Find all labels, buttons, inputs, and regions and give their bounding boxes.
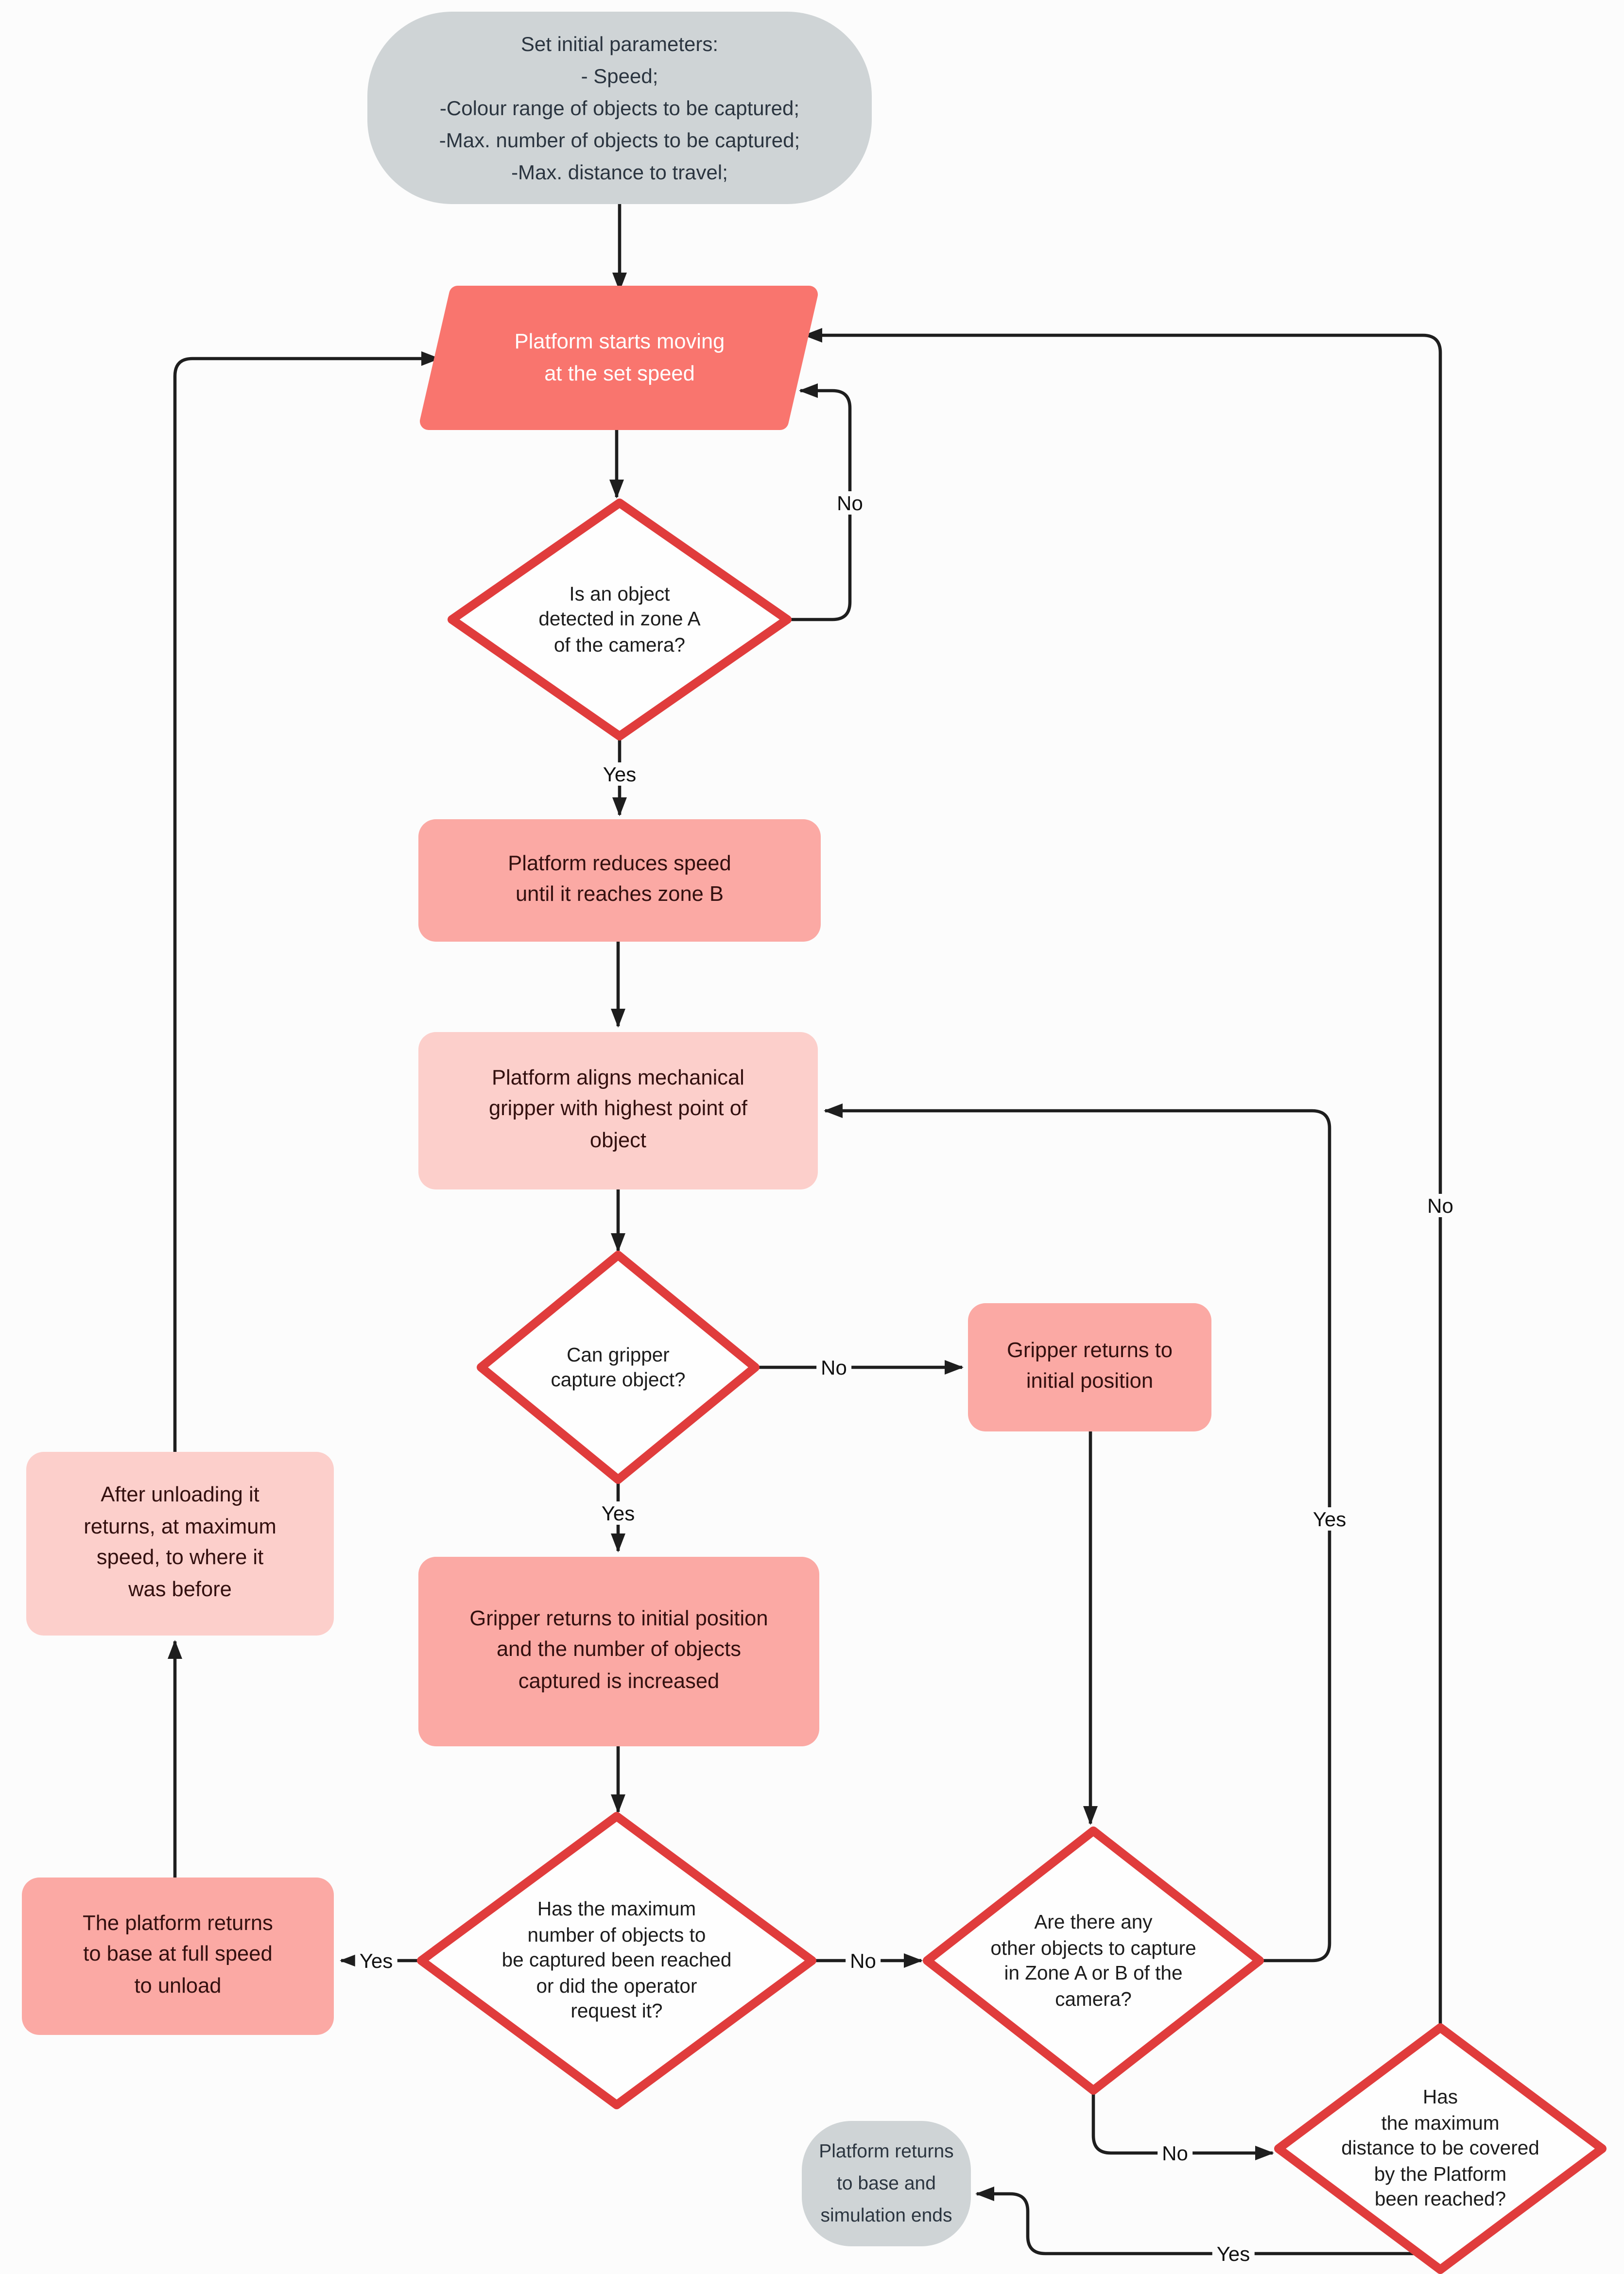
edge-other-objects-no bbox=[1091, 2090, 1274, 2160]
node-set-initial-parameters: Set initial parameters: - Speed; -Colour… bbox=[367, 12, 872, 204]
edge-label-capture-yes: Yes bbox=[597, 1501, 639, 1525]
node-after-unloading-returns: After unloading it returns, at maximum s… bbox=[26, 1452, 334, 1636]
node-object-detected-zone-a: Is an object detected in zone A of the c… bbox=[538, 583, 701, 656]
edge-label-max-objects-yes: Yes bbox=[355, 1949, 397, 1972]
node-other-objects-to-capture: Are there any other objects to capture i… bbox=[990, 1911, 1196, 2010]
edge-max-distance-no-loop bbox=[803, 328, 1442, 2028]
decision-can-gripper-capture-outline bbox=[477, 1251, 760, 1484]
node-platform-aligns-gripper: Platform aligns mechanical gripper with … bbox=[418, 1032, 818, 1189]
edge-other-objects-yes-loop bbox=[824, 1103, 1331, 1963]
decision-max-distance-outline bbox=[1274, 2023, 1607, 2274]
node-platform-reduces-speed: Platform reduces speed until it reaches … bbox=[418, 819, 821, 942]
node-gripper-returns-count-increased: Gripper returns to initial position and … bbox=[418, 1557, 819, 1746]
node-max-objects-reached: Has the maximum number of objects to be … bbox=[501, 1898, 732, 2022]
decision-object-detected-outline bbox=[448, 499, 792, 741]
node-can-gripper-capture: Can gripper capture object? bbox=[551, 1343, 686, 1391]
edge-label-other-objects-no: No bbox=[1158, 2141, 1192, 2165]
edge-label-detected-yes: Yes bbox=[598, 762, 641, 786]
edge-label-max-distance-yes: Yes bbox=[1212, 2242, 1255, 2265]
edge-label-other-objects-yes: Yes bbox=[1308, 1507, 1351, 1531]
parallelogram-platform-starts-moving bbox=[420, 286, 818, 430]
edge-label-max-distance-no: No bbox=[1423, 1194, 1458, 1217]
decision-other-objects-outline bbox=[923, 1826, 1264, 2095]
node-max-distance-reached: Has the maximum distance to be covered b… bbox=[1341, 2086, 1539, 2210]
decision-max-objects-outline bbox=[417, 1812, 816, 2109]
node-platform-returns-to-unload: The platform returns to base at full spe… bbox=[22, 1878, 334, 2035]
node-gripper-returns-initial: Gripper returns to initial position bbox=[968, 1303, 1211, 1431]
edge-after-unloading-loop-to-platform-moving bbox=[173, 351, 440, 1452]
edge-label-max-objects-no: No bbox=[846, 1949, 881, 1972]
edge-label-capture-no: No bbox=[816, 1356, 851, 1379]
edge-label-detected-no: No bbox=[832, 491, 867, 515]
node-platform-returns-ends: Platform returns to base and simulation … bbox=[802, 2121, 971, 2246]
node-platform-starts-moving: Platform starts moving at the set speed bbox=[514, 330, 725, 386]
